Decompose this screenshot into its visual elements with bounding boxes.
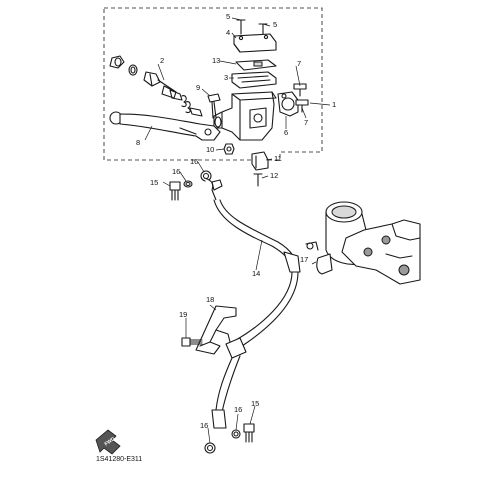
diaphragm: [231, 71, 277, 89]
brake-switch: [251, 151, 269, 171]
callout-16c: 16: [234, 405, 242, 414]
callout-1: 1: [332, 100, 336, 109]
svg-text:FWD: FWD: [104, 436, 117, 448]
caliper-fork: [325, 201, 421, 285]
callout-7b: 7: [304, 118, 308, 127]
diaphragm-plate: [235, 59, 277, 71]
cap-screws: [236, 19, 268, 37]
callout-10: 10: [206, 145, 214, 154]
callout-4: 4: [226, 28, 230, 37]
callout-8: 8: [136, 138, 140, 147]
callout-17: 17: [300, 255, 308, 264]
callout-15b: 15: [251, 399, 259, 408]
callout-13: 13: [212, 56, 220, 65]
callout-2: 2: [160, 56, 164, 65]
brake-hose: [203, 177, 301, 429]
callout-15a: 15: [150, 178, 158, 187]
reservoir-cap: [233, 33, 277, 53]
piston-kit: [109, 55, 203, 117]
handlebar-clamp: [277, 91, 299, 117]
callout-5b: 5: [273, 20, 277, 29]
callout-14: 14: [252, 269, 260, 278]
leader-lines: [144, 17, 331, 444]
callout-16d: 16: [200, 421, 208, 430]
callout-11: 11: [274, 154, 282, 163]
callout-16a: 16: [190, 157, 198, 166]
callout-9: 9: [196, 83, 200, 92]
callout-6: 6: [284, 128, 288, 137]
brake-lever: [109, 111, 221, 141]
pivot-bolt: [207, 93, 221, 119]
upper-union-bolt: [169, 170, 212, 201]
assembly-boundary: [103, 7, 323, 161]
callout-5a: 5: [226, 12, 230, 21]
diagram-code: 1S41280-E311: [96, 456, 142, 463]
callout-16b: 16: [172, 167, 180, 176]
switch-screw: [253, 173, 263, 187]
hose-clamp-bracket: [195, 305, 237, 355]
lever-nut: [223, 143, 235, 155]
callout-12: 12: [270, 171, 278, 180]
callout-7a: 7: [297, 59, 301, 68]
callout-18: 18: [206, 295, 214, 304]
hose-guide: [305, 241, 333, 275]
callout-3: 3: [224, 73, 228, 82]
forward-arrow: FWD: [95, 429, 121, 455]
callout-19: 19: [179, 310, 187, 319]
callout-labels: 5 5 4 13 3 2 7 1 7 6 9 8 10 11 12 16 16 …: [136, 12, 336, 430]
master-cylinder-body: [213, 91, 277, 141]
lower-union-bolt: [204, 423, 255, 454]
